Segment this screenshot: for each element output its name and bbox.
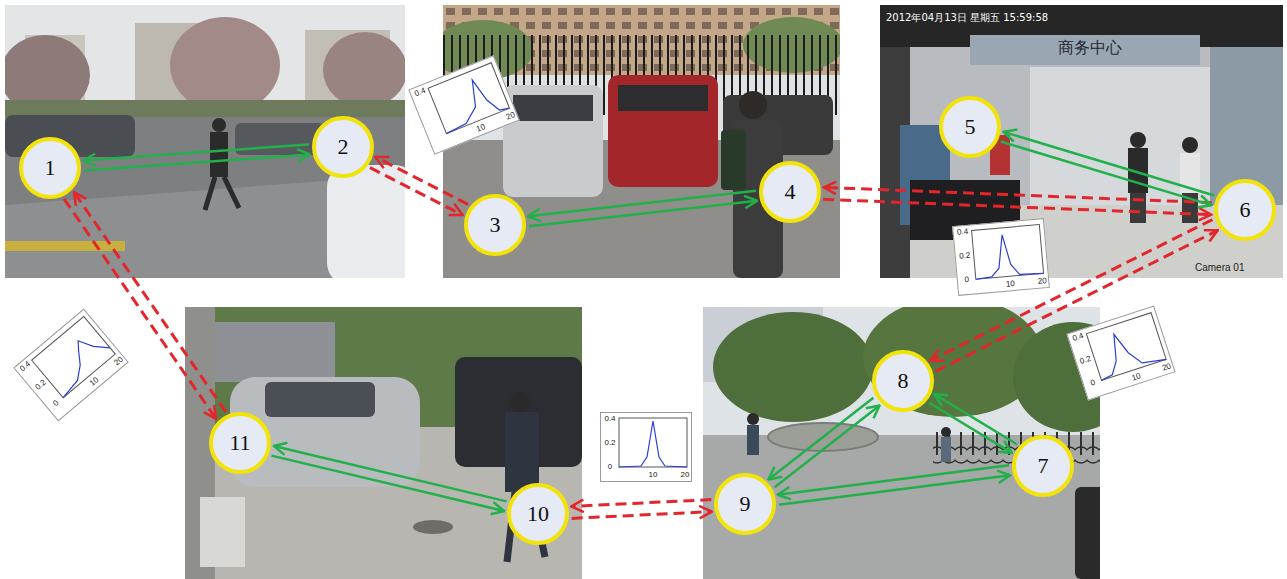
axis-tick: 0 [1090, 379, 1097, 388]
axis-tick: 20 [1038, 277, 1048, 286]
axis-tick: 20 [505, 111, 516, 122]
green-arrow [528, 191, 756, 217]
axis-tick: 10 [88, 376, 100, 388]
axis-tick: 0.4 [1072, 332, 1085, 343]
axis-tick: 0.4 [604, 415, 615, 423]
node-number: 5 [965, 114, 976, 140]
camera-node: 8 [872, 350, 934, 412]
camera-node: 3 [464, 194, 526, 256]
distribution-plot: 0.4 0.2 0 10 20 [600, 412, 692, 482]
photo-fence-cars [433, 5, 843, 278]
axis-tick: 0.4 [413, 87, 426, 99]
green-arrow [274, 446, 507, 501]
axis-tick: 10 [1131, 372, 1142, 382]
green-arrow [272, 456, 505, 511]
node-number: 11 [229, 430, 250, 456]
red-dashed-arrow [370, 168, 463, 215]
node-number: 4 [785, 179, 796, 205]
camera-node: 2 [312, 116, 374, 178]
node-number: 3 [490, 212, 501, 238]
green-arrow [768, 398, 873, 480]
axis-tick: 20 [1161, 362, 1172, 372]
axis-tick: 0 [964, 276, 969, 284]
sign-text: 商务中心 [1058, 38, 1122, 59]
node-number: 8 [898, 368, 909, 394]
camera-node: 7 [1012, 435, 1074, 497]
axis-tick: 0.4 [19, 360, 33, 373]
camera-node: 5 [939, 96, 1001, 158]
axis-tick: 0.2 [959, 252, 971, 261]
node-number: 6 [1240, 197, 1251, 223]
plot-curve [601, 413, 693, 483]
axis-tick: 0.2 [34, 378, 48, 391]
axis-tick: 0 [608, 463, 612, 471]
camera-node: 4 [759, 161, 821, 223]
camera-name: Camera 01 [1195, 262, 1244, 273]
axis-tick: 0 [52, 399, 61, 408]
axis-tick: 0.2 [1079, 355, 1092, 366]
green-arrow [934, 394, 1017, 444]
red-dashed-arrow [375, 157, 468, 204]
distribution-plot: 0.4 0.2 0 10 20 [952, 218, 1050, 296]
axis-tick: 20 [113, 355, 125, 367]
camera-node: 9 [714, 473, 776, 535]
red-dashed-arrow [571, 500, 711, 507]
red-dashed-arrow [572, 512, 712, 519]
timestamp: 2012年04月13日 星期五 15:59:58 [886, 11, 1048, 25]
red-dashed-arrow [74, 192, 226, 412]
node-number: 7 [1038, 453, 1049, 479]
photo-sedan [185, 307, 582, 579]
axis-tick: 0.4 [957, 228, 969, 237]
green-arrow [1001, 141, 1212, 205]
camera-node: 10 [507, 483, 569, 545]
green-arrow [1004, 132, 1215, 196]
green-arrow [929, 403, 1012, 453]
camera-node: 6 [1214, 179, 1276, 241]
axis-tick: 20 [681, 471, 690, 479]
axis-tick: 0.2 [604, 439, 615, 447]
red-dashed-arrow [824, 187, 1212, 202]
node-number: 10 [527, 501, 549, 527]
axis-tick: 10 [475, 123, 486, 134]
green-arrow [84, 154, 310, 170]
distribution-plot: 0 0.20.4 10 20 [13, 309, 128, 422]
node-number: 9 [740, 491, 751, 517]
axis-tick: 10 [649, 471, 658, 479]
node-number: 1 [45, 155, 56, 181]
camera-node: 1 [19, 137, 81, 199]
photo-lobby [880, 5, 1283, 278]
axis-tick: 10 [1006, 280, 1016, 289]
green-arrow [775, 406, 880, 488]
camera-node: 11 [209, 412, 271, 474]
photo-parking-lot [0, 5, 417, 285]
green-arrow [778, 465, 1009, 495]
node-number: 2 [338, 134, 349, 160]
green-arrow [83, 144, 309, 160]
